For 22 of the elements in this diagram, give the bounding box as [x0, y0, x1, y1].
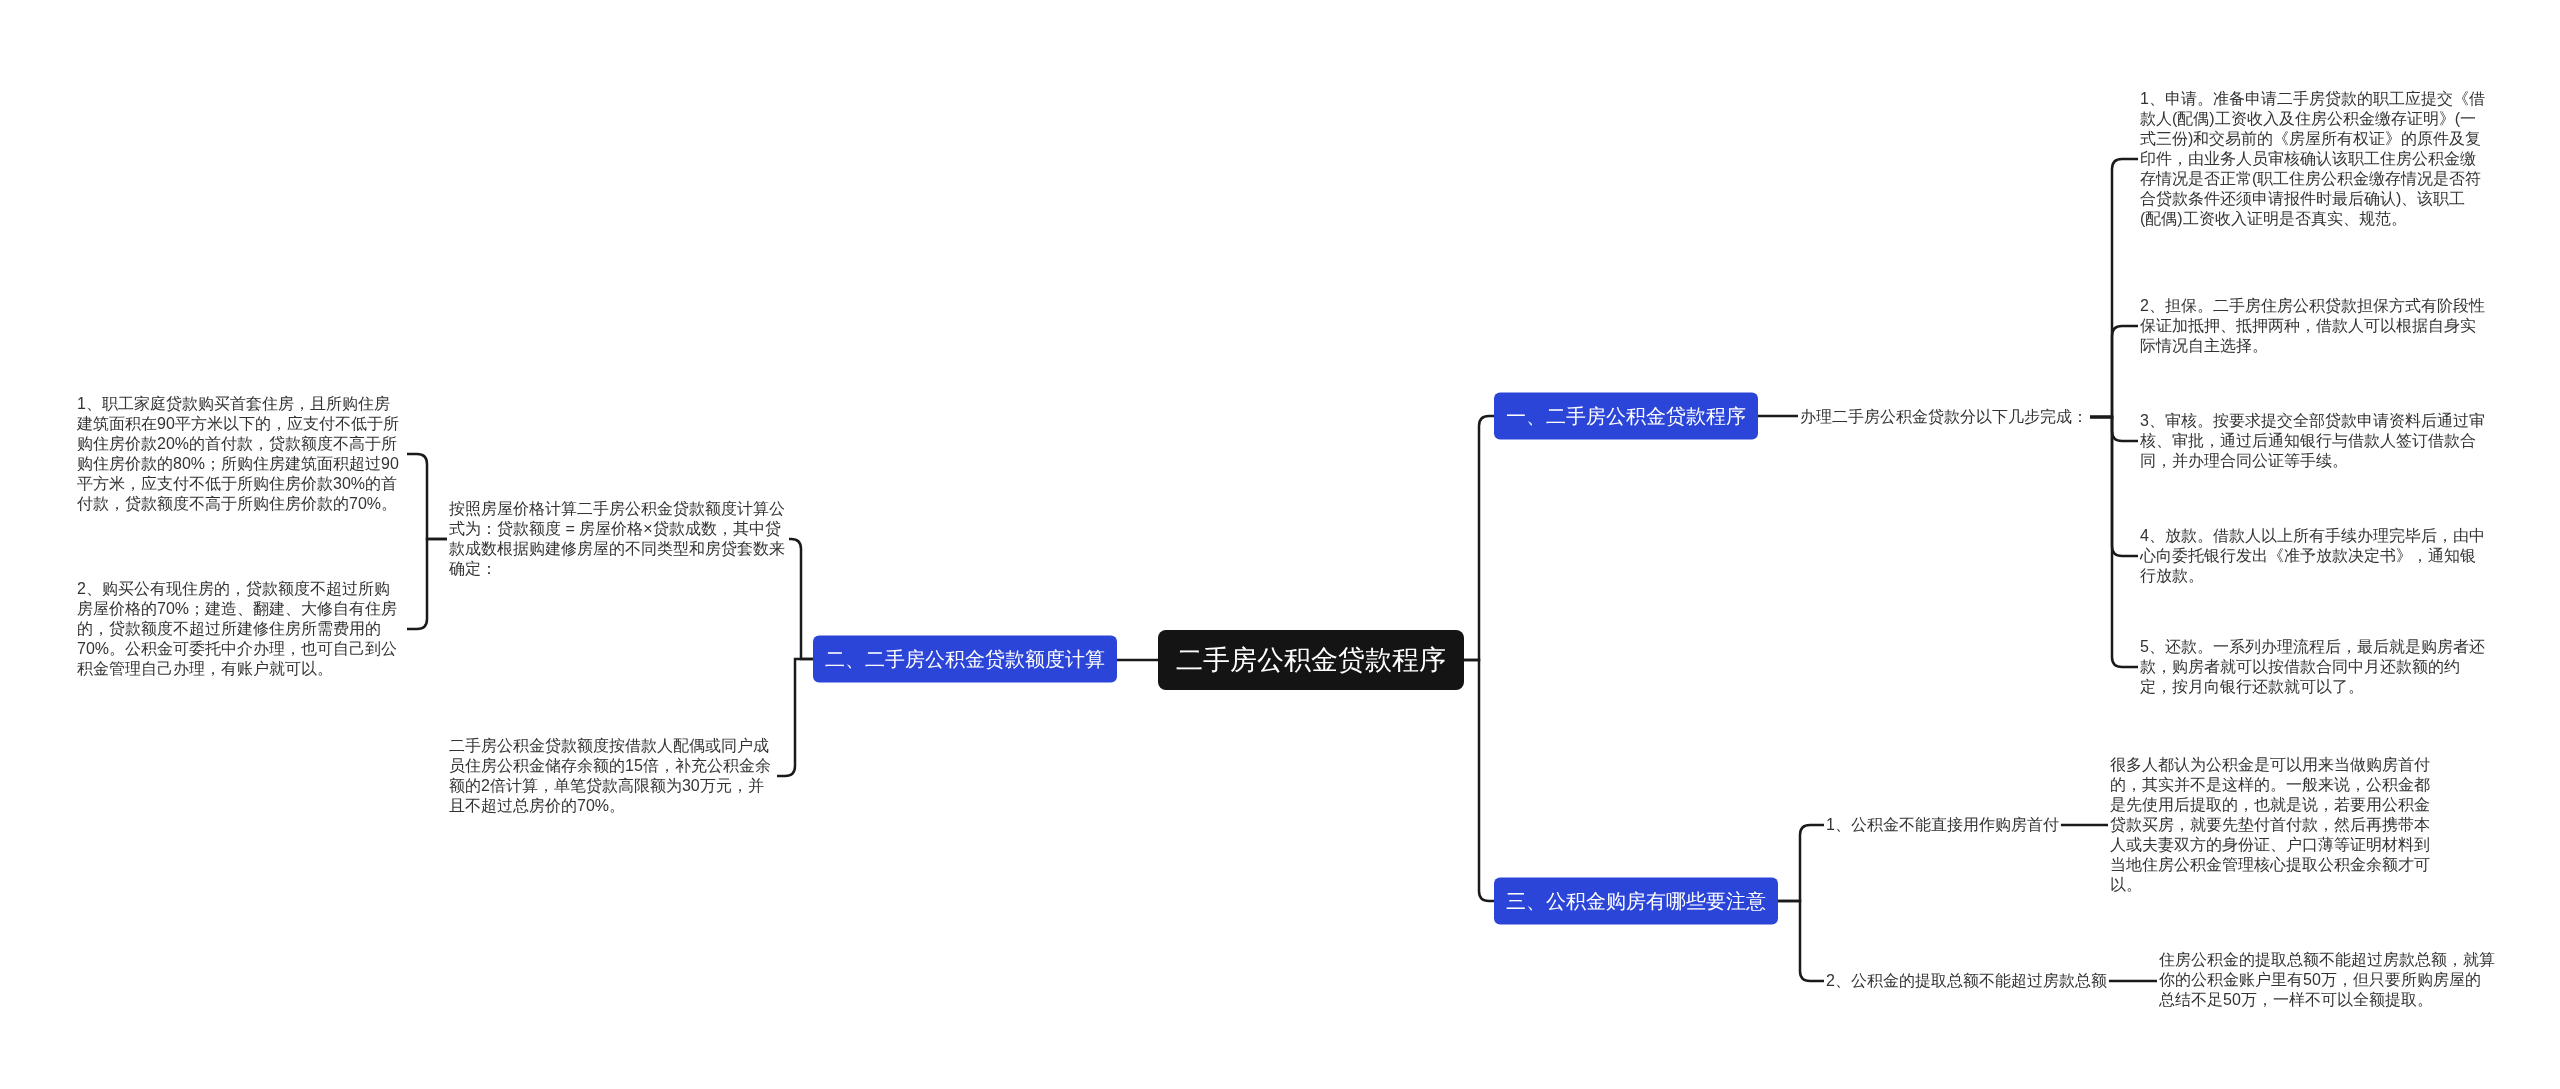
note-text: 很多人都认为公积金是可以用来当做购房首付的，其实并不是这样的。一般来说，公积金都是先使用后提取的，也就是说，若要用公积金贷款买房，就要先垫付首付款，然后再携带本人或夫妻双方的身份证、户口薄等证明材料到当地住房公积金管理核心提取公积金余额才可以。 — [2108, 753, 2444, 897]
note-text: 1、申请。准备申请二手房贷款的职工应提交《借款人(配偶)工资收入及住房公积金缴存证明》(一式三份)和交易前的《房屋所有权证》的原件及复印件，由业务人员审核确认该职工住房公积金缴存情况是否正常(职工住房公积金缴存情况是否符合贷款条件还须申请报件时最后确认)、该职工(配偶)工资收入证明是否真实、规范。 — [2138, 87, 2488, 231]
connector-line — [1117, 658, 1158, 662]
note-text: 5、还款。一系列办理流程后，最后就是购房者还款，购房者就可以按借款合同中月还款额的约定，按月向银行还款就可以了。 — [2138, 635, 2488, 699]
note-text: 1、职工家庭贷款购买首套住房，且所购住房建筑面积在90平方米以下的，应支付不低于所购住房价款20%的首付款，贷款额度不高于所购住房价款的80%；所购住房建筑面积超过90平方米，应支付不低于所购住房价款30%的首付款，贷款额度不高于所购住房价款的70%。 — [75, 392, 407, 516]
topic-box: 二、二手房公积金贷款额度计算 — [813, 635, 1117, 683]
note-text: 2、购买公有现住房的，贷款额度不超过所购房屋价格的70%；建造、翻建、大修自有住房的，贷款额度不超过所建修住房所需费用的70%。公积金可委托中介办理，也可自己到公积金管理自己办理，有账户就可以。 — [75, 577, 407, 681]
note-text: 2、担保。二手房住房公积贷款担保方式有阶段性保证加抵押、抵押两种，借款人可以根据自身实际情况自主选择。 — [2138, 294, 2488, 358]
subtopic-text: 1、公积金不能直接用作购房首付 — [1824, 813, 2061, 837]
connector-line — [2060, 823, 2108, 827]
subtopic-text: 2、公积金的提取总额不能超过房款总额 — [1824, 969, 2109, 993]
connector-line — [2108, 979, 2157, 983]
note-text: 3、审核。按要求提交全部贷款申请资料后通过审核、审批，通过后通知银行与借款人签订借款合同，并办理合同公证等手续。 — [2138, 409, 2488, 473]
note-text: 二手房公积金贷款额度按借款人配偶或同户成员住房公积金储存余额的15倍，补充公积金余额的2倍计算，单笔贷款高限额为30万元，并且不超过总房价的70%。 — [447, 734, 777, 818]
note-text: 住房公积金的提取总额不能超过房款总额，就算你的公积金账户里有50万，但只要所购房屋的总结不足50万，一样不可以全额提取。 — [2157, 948, 2497, 1012]
topic-box: 三、公积金购房有哪些要注意 — [1494, 877, 1778, 925]
note-text: 按照房屋价格计算二手房公积金贷款额度计算公式为：贷款额度 = 房屋价格×贷款成数，其中贷款成数根据购建修房屋的不同类型和房贷套数来确定： — [447, 497, 789, 581]
subtopic-text: 办理二手房公积金贷款分以下几步完成： — [1798, 405, 2090, 429]
connector-line — [1758, 414, 1798, 418]
note-text: 4、放款。借款人以上所有手续办理完毕后，由中心向委托银行发出《准予放款决定书》，通知银行放款。 — [2138, 524, 2488, 588]
root-topic-box: 二手房公积金贷款程序 — [1158, 630, 1464, 690]
topic-box: 一、二手房公积金贷款程序 — [1494, 392, 1758, 440]
